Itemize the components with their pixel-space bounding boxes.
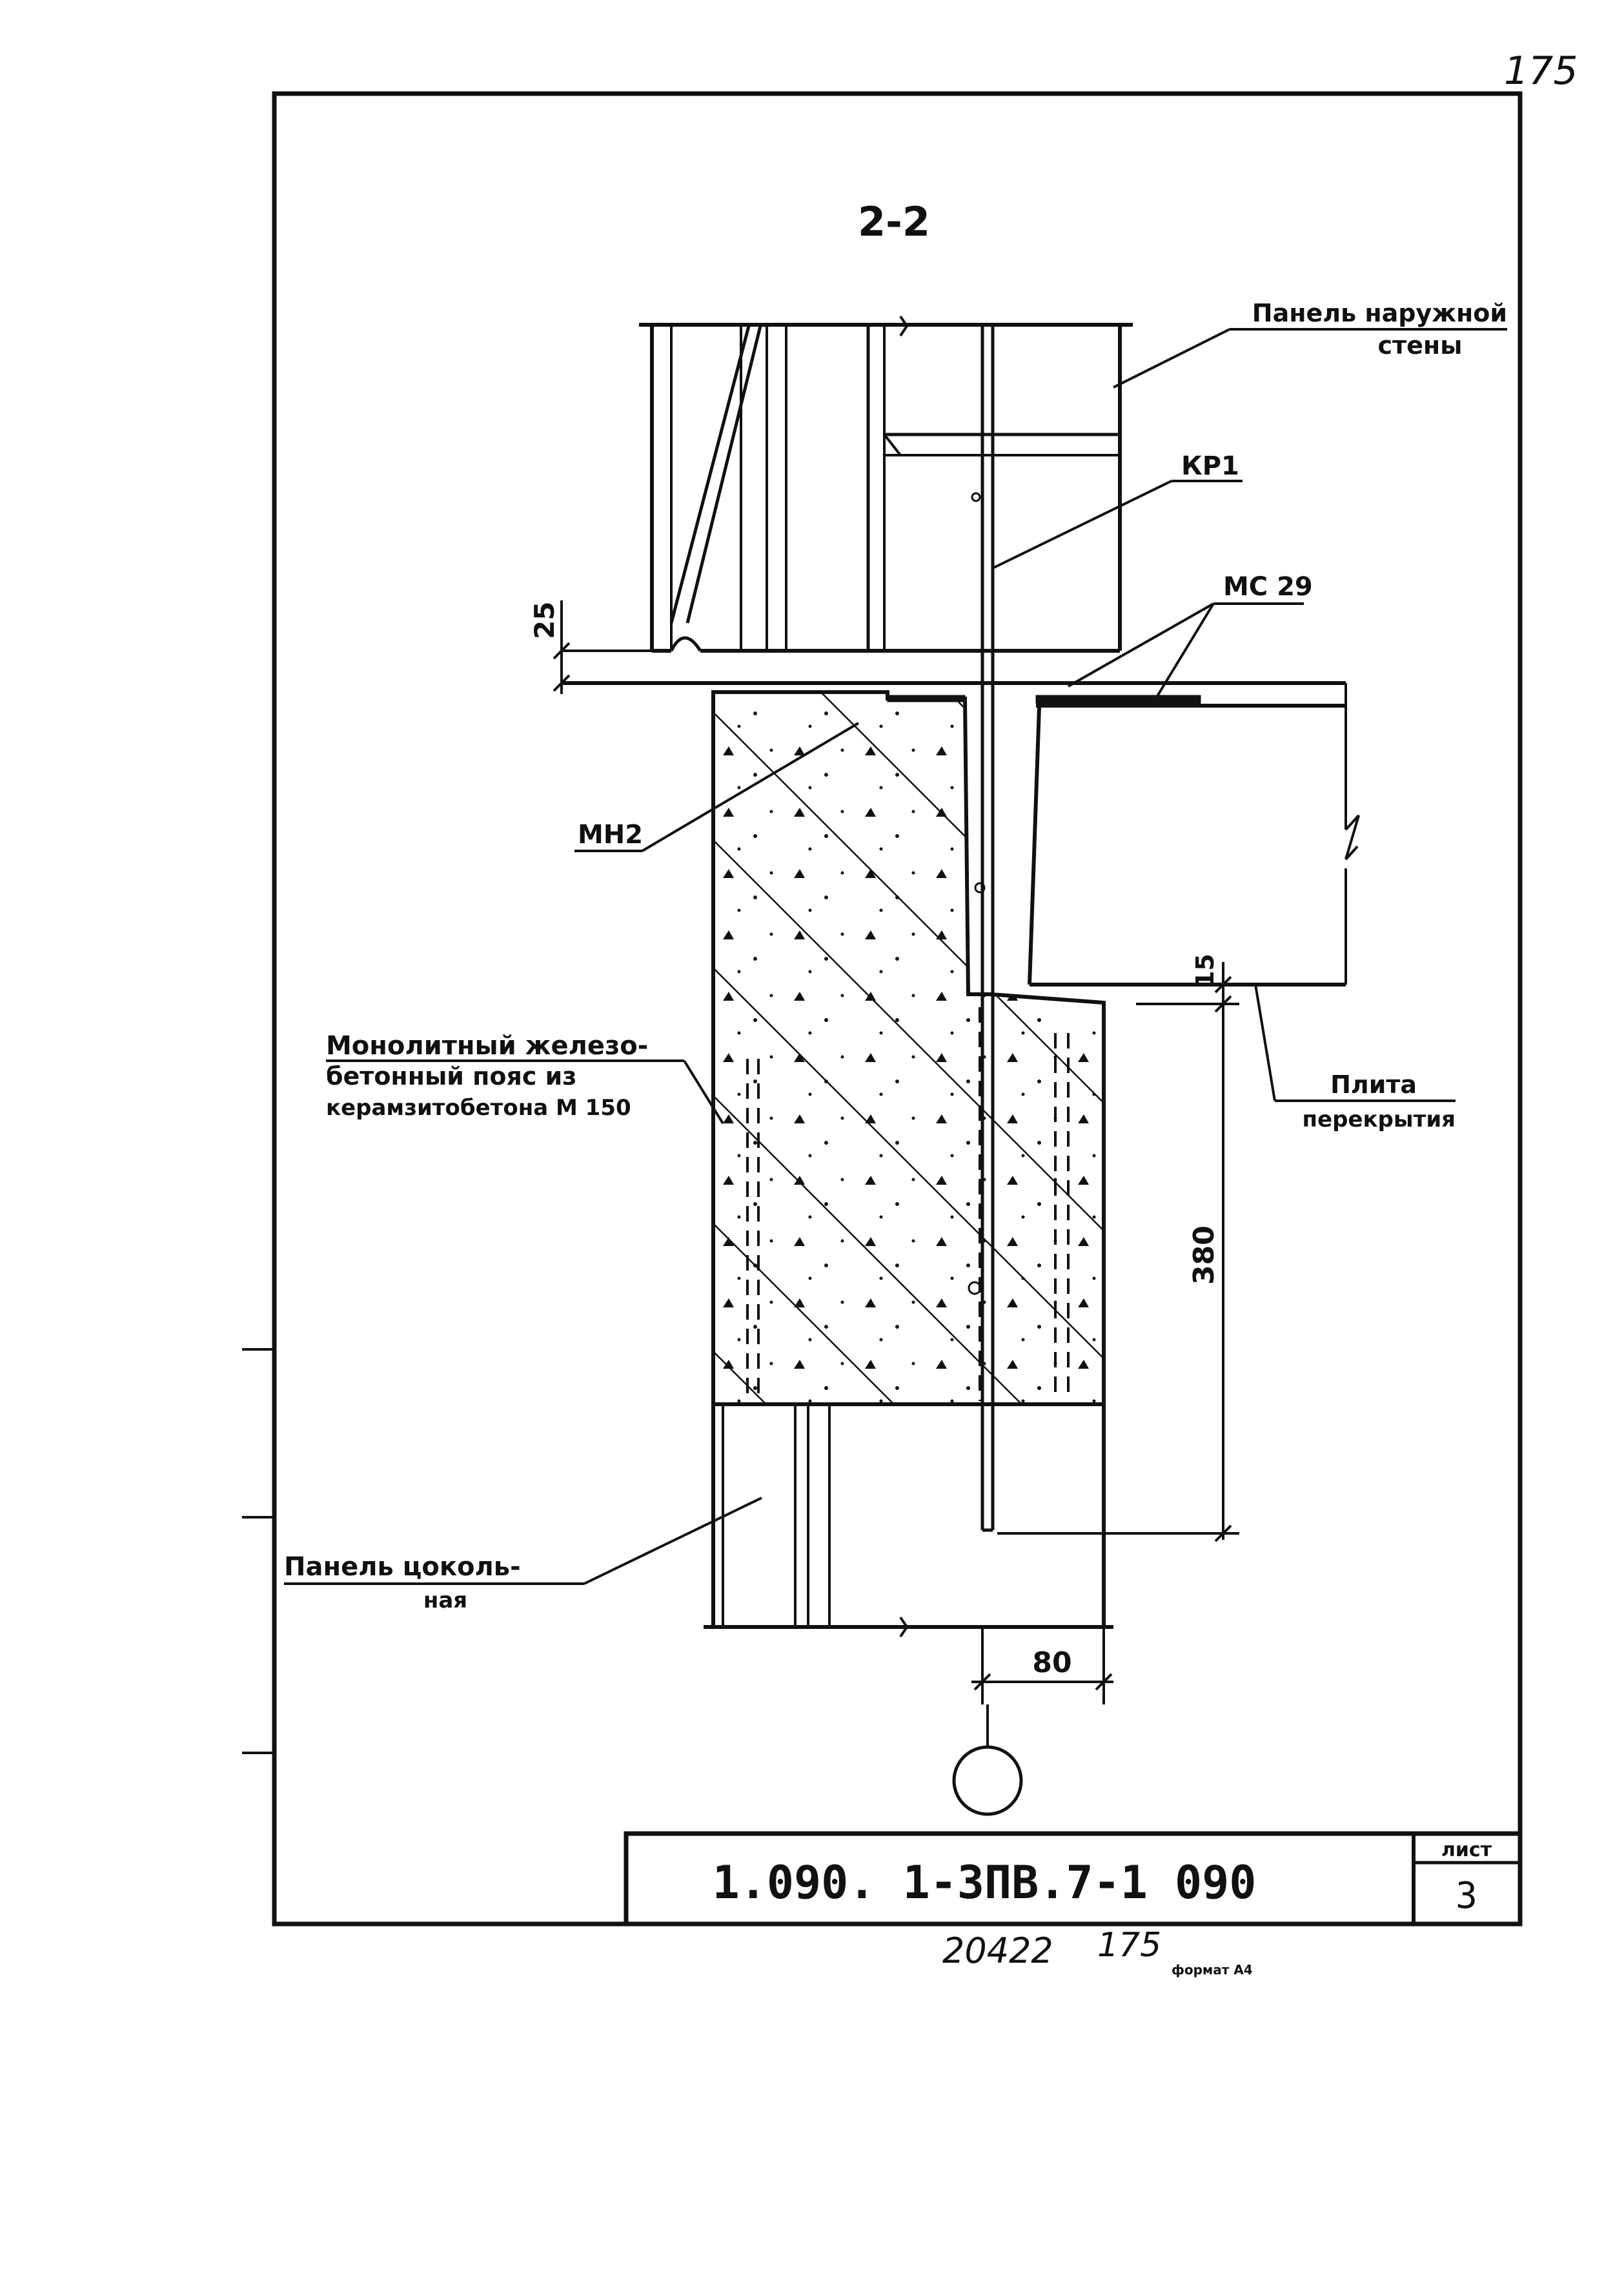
kr1-rod [980,325,995,1532]
label-belt-2: бетонный пояс из [326,1062,576,1090]
label-belt-3: керамзитобетона М 150 [326,1095,631,1121]
label-slab-1: Плита [1330,1070,1417,1099]
dim-25: 25 [529,602,560,639]
dim-380: 380 [1188,1225,1221,1285]
plinth-panel [704,1402,1113,1638]
footer-inventory: 20422 [942,1930,1053,1971]
label-mc29: МС 29 [1223,572,1313,602]
handwritten-page-number: 175 [1504,48,1578,94]
footer-page: 175 [1097,1926,1161,1965]
outer-wall-panel [639,315,1133,653]
footer-format: формат А4 [1172,1962,1253,1978]
label-kr1: КР1 [1181,451,1239,481]
dimension-lines [553,600,1239,1704]
dim-80: 80 [1032,1646,1071,1679]
leader-lines [284,328,1507,1585]
monolithic-belt [711,690,1106,1406]
dim-15: 15 [1191,954,1219,988]
section-title: 2-2 [858,198,930,245]
label-slab-2: перекрытия [1303,1107,1456,1132]
label-outer-wall-panel-2: стены [1378,331,1463,360]
title-block-sheet-number: 3 [1456,1875,1477,1917]
label-belt-1: Монолитный железо- [326,1031,648,1061]
axis-marker [952,1704,1023,1816]
floor-slab [1028,683,1360,987]
title-block-sheet-label: лист [1441,1839,1492,1861]
title-block-designation: 1.090. 1-3ПВ.7-1 090 [713,1856,1257,1909]
title-block [624,1831,1523,1927]
label-plinth-panel-1: Панель цоколь- [284,1552,521,1582]
label-outer-wall-panel: Панель наружной [1252,299,1507,327]
label-plinth-panel-2: ная [423,1588,467,1613]
label-mn2: МН2 [578,820,643,850]
